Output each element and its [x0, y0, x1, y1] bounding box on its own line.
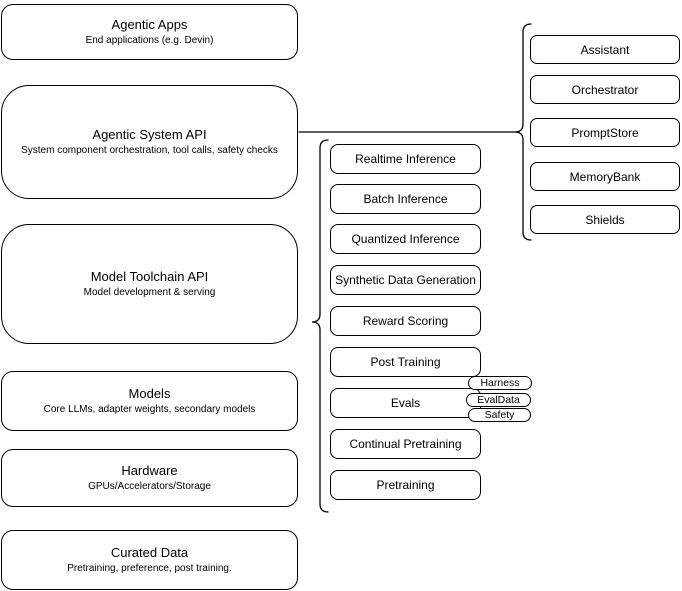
box-label: Orchestrator [571, 82, 639, 97]
box-synthetic-data-generation: Synthetic Data Generation [330, 265, 481, 295]
box-label: Reward Scoring [362, 314, 449, 328]
box-subtitle: System component orchestration, tool cal… [21, 145, 278, 156]
box-batch-inference: Batch Inference [330, 184, 481, 214]
box-label: MemoryBank [569, 169, 641, 184]
box-hardware: Hardware GPUs/Accelerators/Storage [1, 449, 298, 507]
toolchain-brace [311, 139, 329, 513]
box-title: Hardware [121, 463, 178, 478]
tag-label: EvalData [477, 394, 520, 406]
box-continual-pretraining: Continual Pretraining [330, 429, 481, 459]
tag-label: Safety [484, 409, 515, 421]
box-memorybank: MemoryBank [530, 162, 680, 191]
box-post-training: Post Training [330, 347, 481, 377]
box-subtitle: Core LLMs, adapter weights, secondary mo… [43, 404, 256, 415]
box-orchestrator: Orchestrator [530, 75, 680, 104]
box-model-toolchain-api: Model Toolchain API Model development & … [1, 224, 298, 344]
box-label: Realtime Inference [355, 152, 456, 166]
tag-harness: Harness [468, 376, 532, 390]
box-agentic-system-api: Agentic System API System component orch… [1, 85, 298, 199]
box-title: Agentic Apps [111, 17, 188, 32]
box-pretraining: Pretraining [330, 470, 481, 500]
box-label: Shields [585, 212, 625, 227]
box-title: Model Toolchain API [90, 269, 209, 284]
box-title: Models [128, 386, 171, 401]
box-label: Post Training [370, 355, 441, 369]
box-evals: Evals [330, 388, 481, 418]
box-subtitle: Model development & serving [83, 287, 216, 298]
box-agentic-apps: Agentic Apps End applications (e.g. Devi… [1, 4, 298, 60]
box-title: Agentic System API [92, 127, 207, 142]
box-label: Evals [390, 396, 421, 410]
box-assistant: Assistant [530, 35, 680, 64]
tag-label: Harness [480, 377, 520, 389]
box-label: Batch Inference [363, 192, 448, 206]
box-subtitle: Pretraining, preference, post training. [67, 563, 232, 574]
box-label: PromptStore [571, 125, 639, 140]
box-label: Continual Pretraining [349, 437, 462, 451]
box-title: Curated Data [110, 545, 189, 560]
system-brace [514, 23, 532, 241]
box-models: Models Core LLMs, adapter weights, secon… [1, 371, 298, 431]
box-shields: Shields [530, 205, 680, 234]
box-label: Assistant [580, 42, 630, 57]
box-subtitle: GPUs/Accelerators/Storage [88, 481, 211, 492]
box-promptstore: PromptStore [530, 118, 680, 147]
box-realtime-inference: Realtime Inference [330, 144, 481, 174]
tag-safety: Safety [468, 408, 531, 422]
box-quantized-inference: Quantized Inference [330, 224, 481, 254]
box-curated-data: Curated Data Pretraining, preference, po… [1, 530, 298, 590]
box-reward-scoring: Reward Scoring [330, 306, 481, 336]
box-subtitle: End applications (e.g. Devin) [85, 35, 214, 46]
box-label: Quantized Inference [351, 232, 460, 246]
box-label: Pretraining [376, 478, 435, 492]
box-label: Synthetic Data Generation [335, 273, 476, 287]
tag-evaldata: EvalData [466, 393, 531, 407]
